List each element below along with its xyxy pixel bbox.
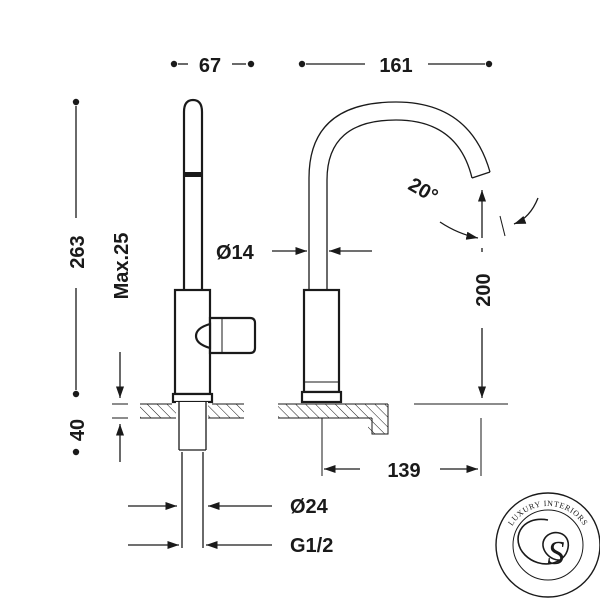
dim-label-67: 67 (199, 55, 221, 77)
dimension-width-side: 67 (170, 55, 255, 77)
dim-label-20deg: 20° (404, 174, 441, 208)
faucet-front-view (278, 101, 491, 435)
dim-label-d24: Ø24 (290, 496, 329, 518)
dim-label-263: 263 (67, 235, 89, 268)
dim-label-g12: G1/2 (290, 535, 333, 557)
dimension-reach: 161 (298, 55, 493, 77)
dimension-tail-diameter: Ø24 (128, 496, 329, 518)
logo-outer-ring (495, 492, 600, 598)
dimension-thread: G1/2 (128, 535, 333, 557)
dim-label-40: 40 (67, 419, 89, 441)
dim-label-max25: Max.25 (111, 233, 133, 300)
dimension-base-reach: 139 (321, 418, 482, 482)
logo-inner-ring (512, 509, 584, 581)
dimension-below-deck: 40 (67, 419, 89, 456)
logo-monogram: S (548, 535, 565, 572)
logo-monogram-swirl (517, 518, 569, 565)
dim-label-200: 200 (473, 273, 495, 306)
luxury-interiors-logo: LUXURY INTERIORS S (495, 492, 600, 598)
dimension-spout-height: 200 (414, 190, 508, 405)
dimension-total-height: 263 (67, 98, 89, 398)
dim-label-161: 161 (379, 55, 412, 77)
dim-label-d14: Ø14 (216, 242, 255, 264)
dim-label-139: 139 (387, 460, 420, 482)
faucet-side-view (140, 98, 257, 548)
dimension-max-deck: Max.25 (111, 233, 133, 462)
dimension-spout-diameter: Ø14 (216, 242, 372, 264)
dimension-spout-angle: 20° (404, 174, 539, 240)
